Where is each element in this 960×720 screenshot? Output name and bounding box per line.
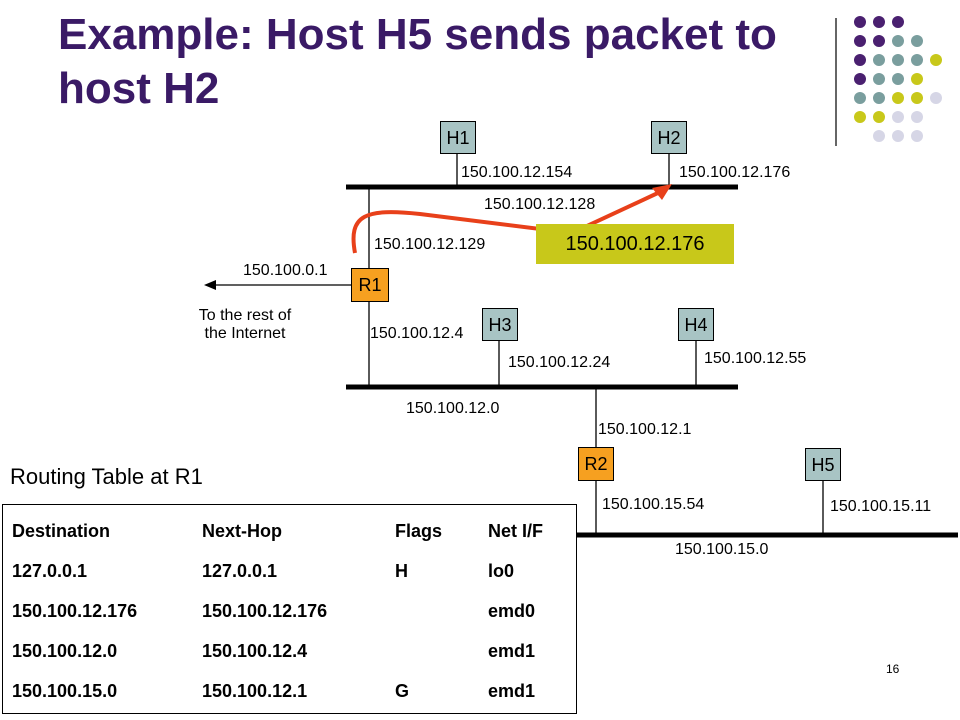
host-h5: H5	[805, 448, 841, 481]
internet-label-line1: To the rest of	[198, 307, 292, 324]
addr-r1-bottom: 150.100.12.4	[370, 325, 464, 342]
col-header-next-hop: Next-Hop	[202, 520, 282, 541]
cell-destination: 150.100.15.0	[12, 680, 118, 701]
cell-flags: G	[395, 680, 410, 701]
addr-h3: 150.100.12.24	[508, 354, 611, 371]
host-h1: H1	[440, 121, 476, 154]
cell-net-if: emd1	[488, 640, 536, 661]
table-row: 150.100.12.0 150.100.12.4 emd1	[12, 631, 568, 671]
table-row: 150.100.15.0 150.100.12.1 G emd1	[12, 671, 568, 711]
host-h2: H2	[651, 121, 687, 154]
routing-table-title: Routing Table at R1	[10, 464, 203, 489]
addr-h2: 150.100.12.176	[679, 164, 791, 181]
addr-h1: 150.100.12.154	[461, 164, 573, 181]
cell-next-hop: 127.0.0.1	[202, 560, 278, 581]
packet-destination-highlight: 150.100.12.176	[536, 224, 734, 264]
cell-destination: 127.0.0.1	[12, 560, 88, 581]
cell-net-if: emd0	[488, 600, 536, 621]
internet-label-line2: the Internet	[204, 325, 286, 342]
cell-destination: 150.100.12.0	[12, 640, 118, 661]
packet-arrowhead	[652, 184, 672, 200]
cell-net-if: lo0	[488, 560, 515, 581]
addr-net-mid: 150.100.12.0	[406, 400, 500, 417]
addr-r2-bottom: 150.100.15.54	[602, 496, 705, 513]
addr-r1-ext: 150.100.0.1	[243, 262, 328, 279]
slide-title: Example: Host H5 sends packet to host H2	[58, 10, 777, 113]
cell-flags	[395, 591, 488, 631]
cell-destination: 150.100.12.176	[12, 600, 138, 621]
host-h4: H4	[678, 308, 714, 341]
router-r2: R2	[578, 447, 614, 481]
addr-r2-top: 150.100.12.1	[598, 421, 692, 438]
cell-next-hop: 150.100.12.176	[202, 600, 328, 621]
router-r1: R1	[351, 268, 389, 302]
addr-net-bottom: 150.100.15.0	[675, 541, 769, 558]
cell-flags	[395, 631, 488, 671]
col-header-flags: Flags	[395, 520, 443, 541]
host-h3: H3	[482, 308, 518, 341]
addr-h4: 150.100.12.55	[704, 350, 807, 367]
routing-table: Destination Next-Hop Flags Net I/F 127.0…	[2, 504, 577, 714]
cell-net-if: emd1	[488, 680, 536, 701]
cell-flags: H	[395, 560, 408, 581]
table-header-row: Destination Next-Hop Flags Net I/F	[12, 511, 568, 551]
addr-r1-top: 150.100.12.129	[374, 236, 486, 253]
packet-path-arrow	[351, 190, 661, 254]
table-row: 150.100.12.176 150.100.12.176 emd0	[12, 591, 568, 631]
cell-next-hop: 150.100.12.1	[202, 680, 308, 701]
cell-next-hop: 150.100.12.4	[202, 640, 308, 661]
decorative-dot-grid	[854, 16, 942, 142]
col-header-net-if: Net I/F	[488, 520, 544, 541]
col-header-destination: Destination	[12, 520, 111, 541]
page-number: 16	[886, 662, 900, 676]
table-row: 127.0.0.1 127.0.0.1 H lo0	[12, 551, 568, 591]
addr-h5: 150.100.15.11	[830, 498, 932, 515]
external-arrowhead	[204, 280, 216, 290]
addr-net-top: 150.100.12.128	[484, 196, 596, 213]
